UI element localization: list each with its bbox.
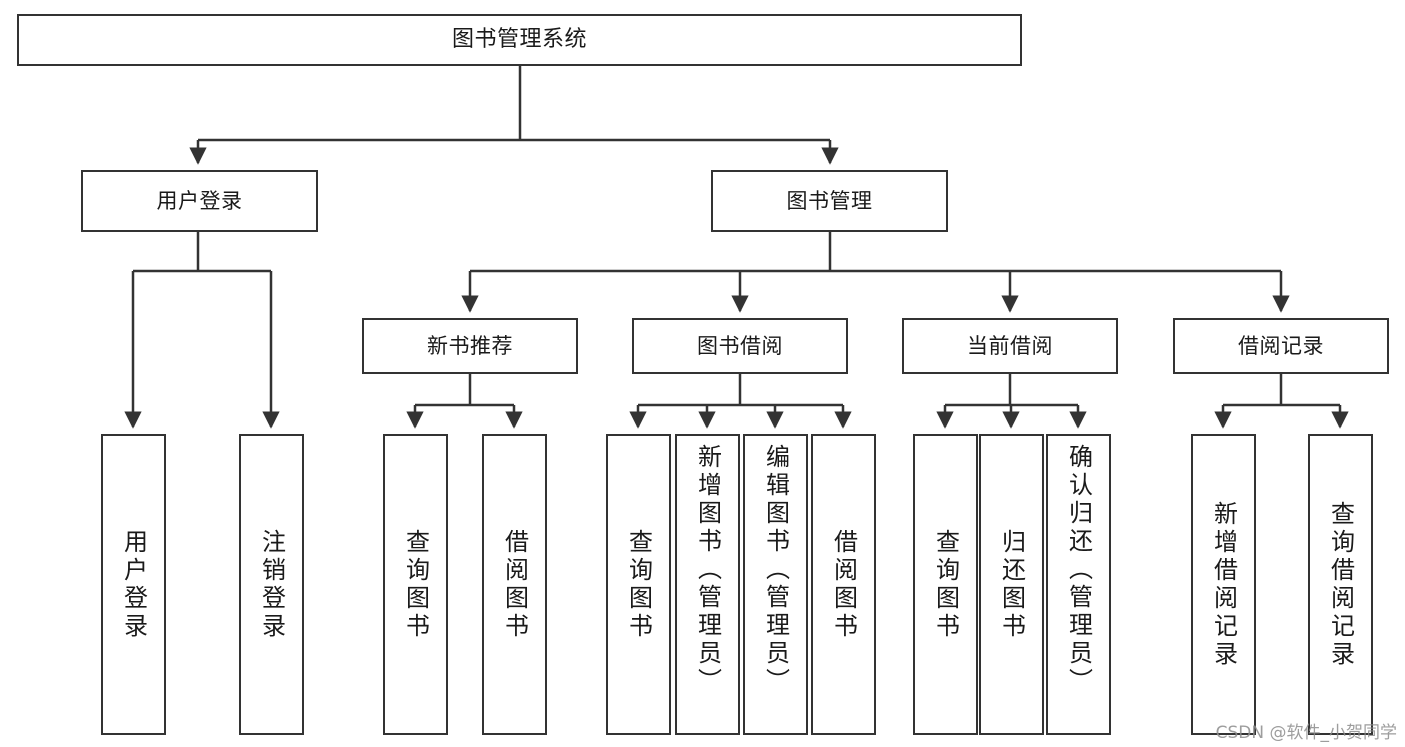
node-label: 注销登录 [257,528,286,641]
node-label: 借阅图书 [500,528,529,641]
node-label: 确认归还（管理员） [1064,444,1093,696]
node-label: 图书借阅 [697,333,783,358]
leaf-add-book-admin[interactable]: 新增图书（管理员） [675,434,740,735]
node-label: 查询图书 [624,528,653,641]
node-label: 用户登录 [119,528,148,641]
node-label: 新增借阅记录 [1209,500,1238,669]
node-label: 新书推荐 [427,333,513,358]
node-label: 当前借阅 [967,333,1053,358]
leaf-query-book-borrow[interactable]: 查询图书 [606,434,671,735]
node-label: 借阅图书 [829,528,858,641]
node-label: 图书管理 [786,188,873,213]
node-label: 查询借阅记录 [1326,500,1355,669]
node-user-login[interactable]: 用户登录 [81,170,318,232]
node-label: 查询图书 [931,528,960,641]
node-current-borrow[interactable]: 当前借阅 [902,318,1118,374]
leaf-borrow-book-recommend[interactable]: 借阅图书 [482,434,547,735]
leaf-add-borrow-record[interactable]: 新增借阅记录 [1191,434,1256,735]
leaf-user-login[interactable]: 用户登录 [101,434,166,735]
node-new-book-recommend[interactable]: 新书推荐 [362,318,578,374]
node-label: 图书管理系统 [451,27,587,53]
node-label: 查询图书 [401,528,430,641]
leaf-logout[interactable]: 注销登录 [239,434,304,735]
node-label: 编辑图书（管理员） [761,444,790,696]
csdn-watermark: CSDN @软件_小贺同学 [1215,723,1397,743]
leaf-edit-book-admin[interactable]: 编辑图书（管理员） [743,434,808,735]
leaf-query-book-recommend[interactable]: 查询图书 [383,434,448,735]
node-book-management[interactable]: 图书管理 [711,170,948,232]
node-borrow-record[interactable]: 借阅记录 [1173,318,1389,374]
leaf-borrow-book[interactable]: 借阅图书 [811,434,876,735]
node-root-system[interactable]: 图书管理系统 [17,14,1022,66]
leaf-query-borrow-record[interactable]: 查询借阅记录 [1308,434,1373,735]
leaf-query-book-current[interactable]: 查询图书 [913,434,978,735]
node-label: 借阅记录 [1238,333,1324,358]
leaf-return-book[interactable]: 归还图书 [979,434,1044,735]
node-label: 归还图书 [997,528,1026,641]
leaf-confirm-return-admin[interactable]: 确认归还（管理员） [1046,434,1111,735]
node-book-borrow[interactable]: 图书借阅 [632,318,848,374]
node-label: 用户登录 [156,188,243,213]
node-label: 新增图书（管理员） [693,444,722,696]
